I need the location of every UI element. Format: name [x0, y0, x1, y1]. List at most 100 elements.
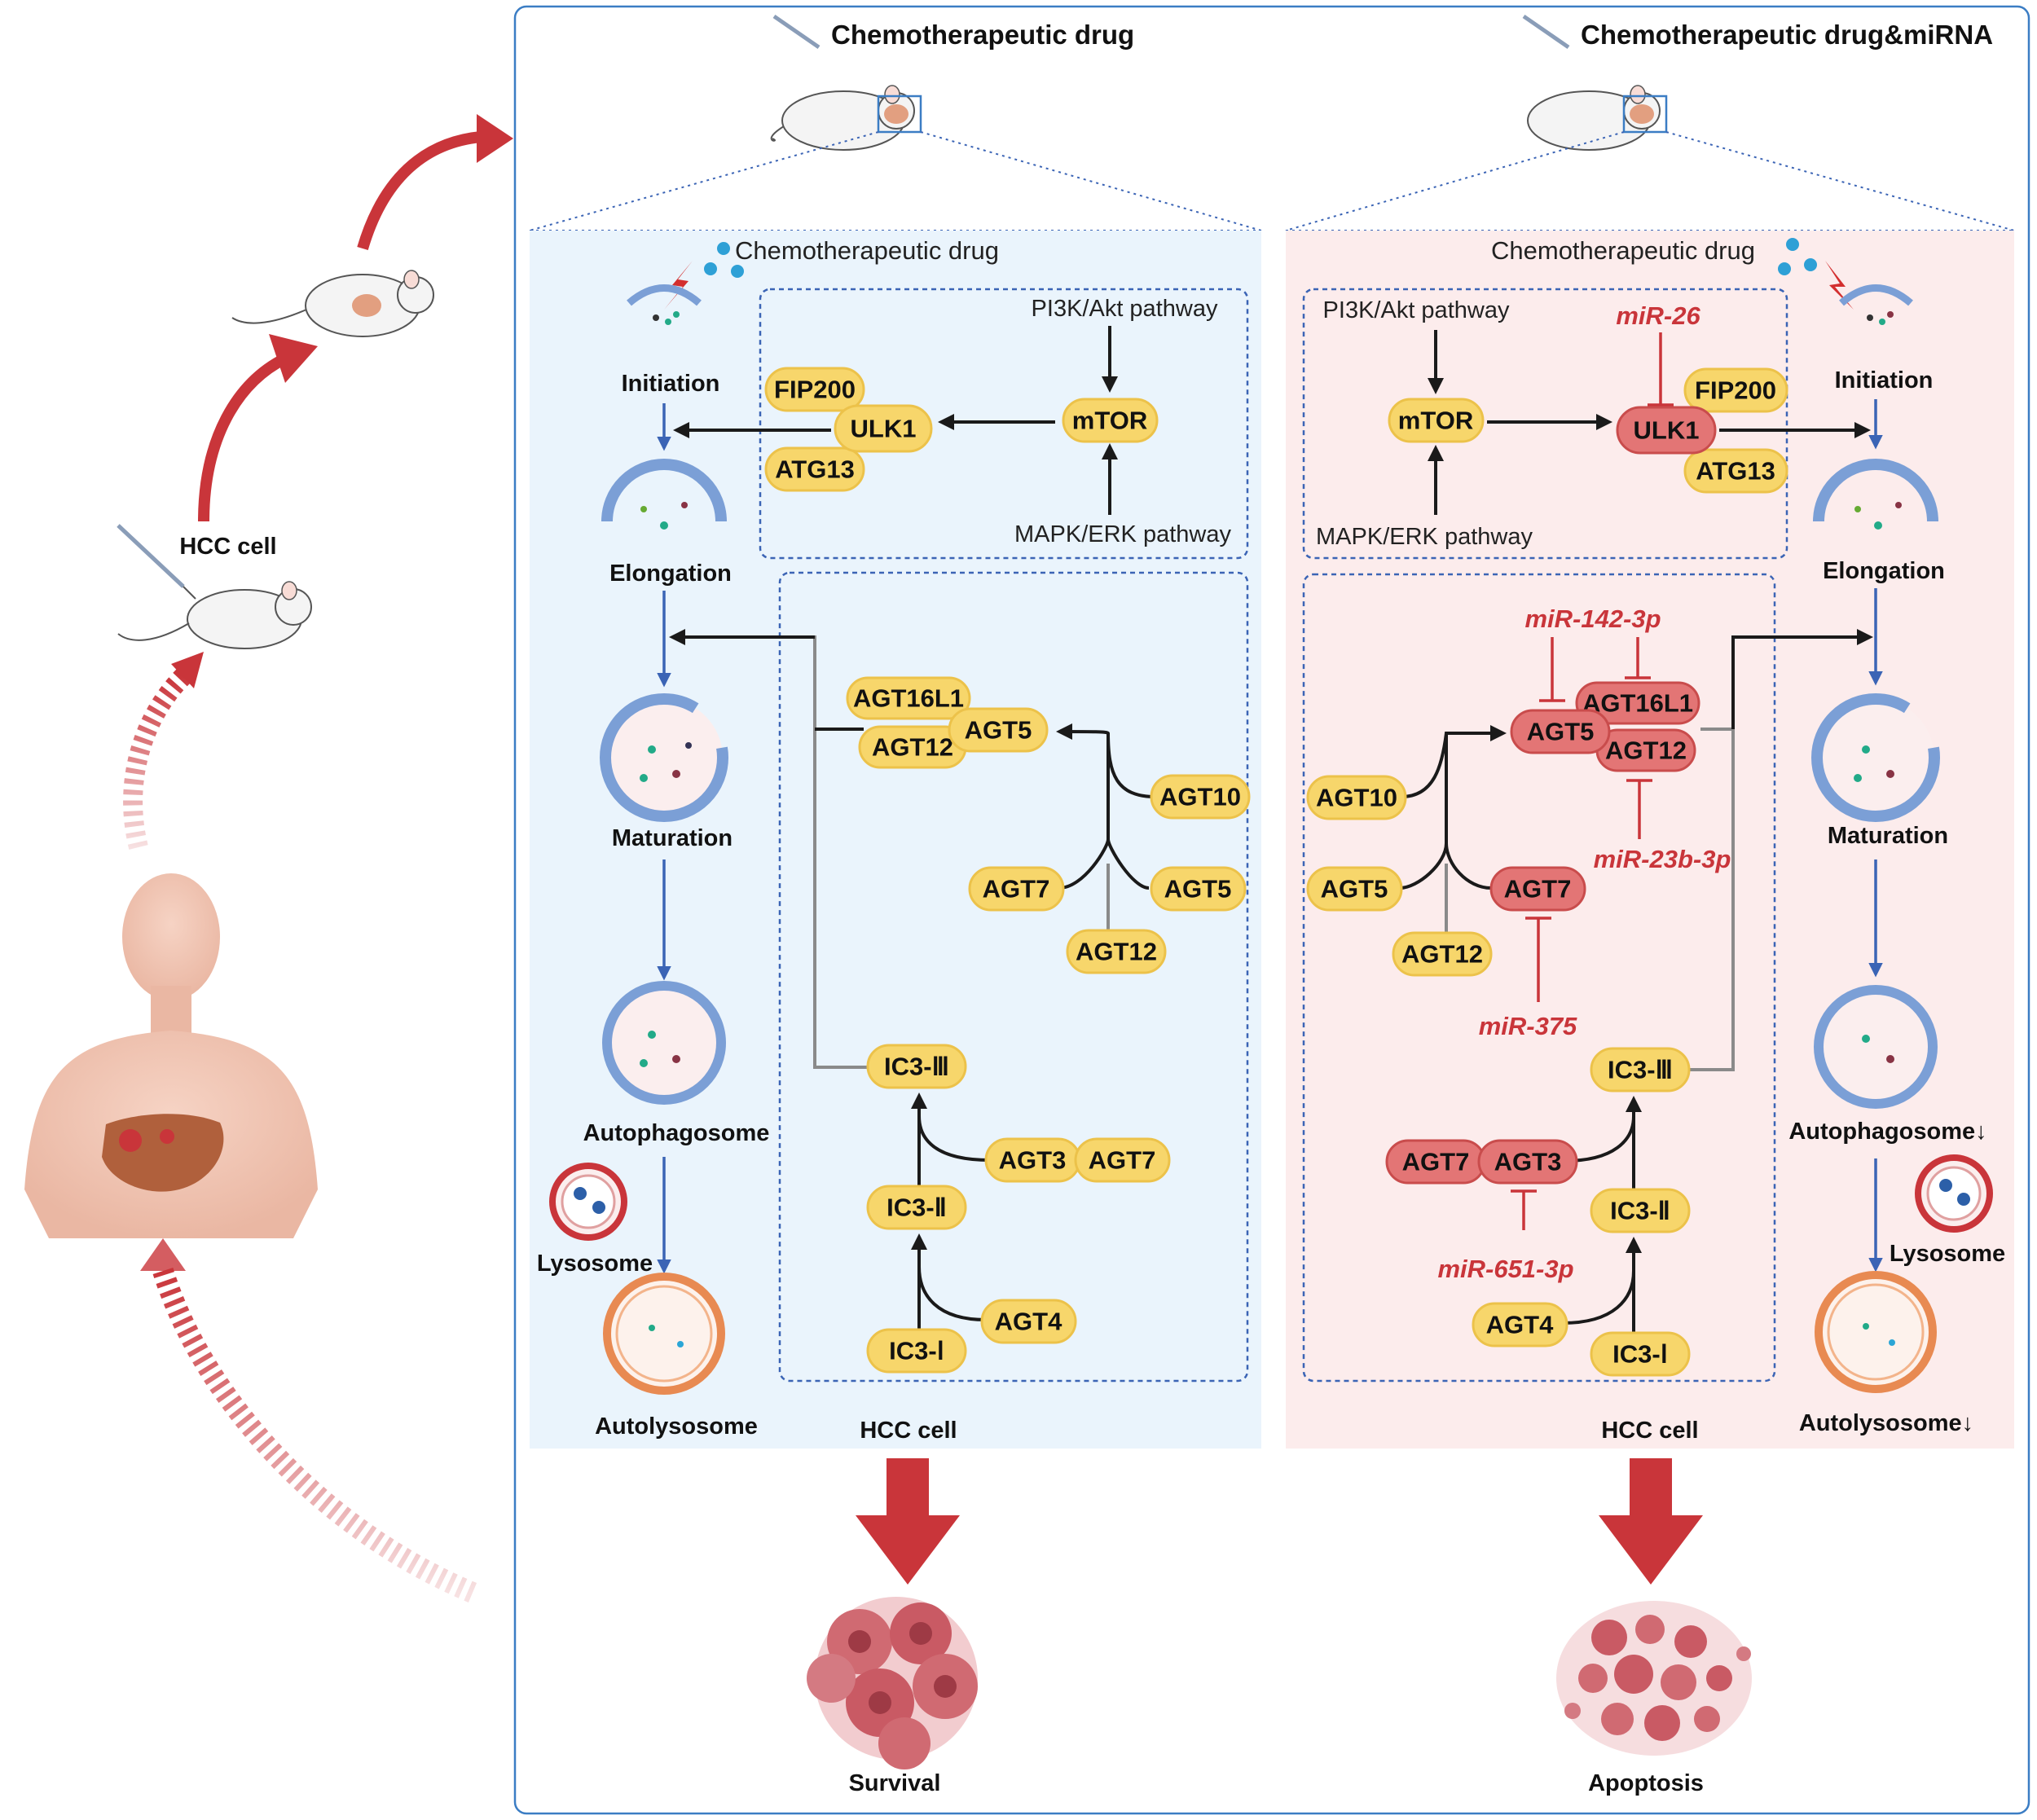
right-mtor-pill: mTOR: [1388, 398, 1485, 443]
left-ic3-iii-pill: IC3-Ⅲ: [866, 1044, 967, 1089]
dashed-up-arrow: [123, 669, 191, 850]
svg-text:mTOR: mTOR: [1398, 407, 1473, 435]
svg-text:IC3-Ⅱ: IC3-Ⅱ: [887, 1194, 947, 1222]
right-agt7b-pill: AGT7: [1385, 1139, 1486, 1185]
svg-text:ATG13: ATG13: [775, 455, 855, 484]
right-pi3k-label: PI3K/Akt pathway: [1323, 297, 1510, 323]
right-stage-autolysosome: Autolysosome↓: [1799, 1410, 1973, 1436]
svg-text:IC3-Ⅲ: IC3-Ⅲ: [1608, 1056, 1673, 1084]
right-agt12-pill: AGT12: [1392, 931, 1493, 977]
right-agt5c-pill: AGT5: [1510, 709, 1611, 754]
svg-text:ULK1: ULK1: [851, 415, 917, 443]
left-atg13-pill: ATG13: [764, 446, 865, 492]
apoptotic-cells-icon: [1556, 1601, 1752, 1756]
right-stage-initiation: Initiation: [1835, 367, 1934, 393]
right-header: Chemotherapeutic drug&miRNA: [1522, 14, 1993, 151]
left-ic3-i-pill: IC3-Ⅰ: [866, 1328, 967, 1374]
right-stage-lysosome: Lysosome: [1890, 1241, 2005, 1267]
left-agt10-pill: AGT10: [1150, 774, 1251, 820]
left-agt7b-pill: AGT7: [1074, 1137, 1171, 1183]
right-agt3-pill: AGT3: [1477, 1139, 1578, 1185]
left-outcome-arrow: [856, 1458, 960, 1585]
tumor-mouse-icon: [231, 270, 434, 337]
svg-text:AGT5: AGT5: [965, 716, 1032, 745]
left-ulk1-pill: ULK1: [834, 404, 933, 453]
svg-text:AGT16L1: AGT16L1: [1582, 689, 1693, 718]
svg-text:ULK1: ULK1: [1634, 416, 1700, 445]
right-mir-23b-3p: miR-23b-3p: [1594, 845, 1731, 873]
svg-text:AGT12: AGT12: [1401, 940, 1483, 969]
right-header-title: Chemotherapeutic drug&miRNA: [1581, 20, 1993, 50]
right-mir-375: miR-375: [1479, 1012, 1577, 1040]
left-agt5c-pill: AGT5: [948, 707, 1049, 753]
right-stage-autophagosome: Autophagosome↓: [1788, 1119, 1986, 1145]
svg-text:AGT7: AGT7: [1402, 1148, 1470, 1176]
svg-text:IC3-Ⅰ: IC3-Ⅰ: [889, 1337, 944, 1365]
right-outcome-arrow: [1599, 1458, 1703, 1585]
right-agt16l1-pill: AGT16L1: [1575, 681, 1700, 725]
left-ic3-ii-pill: IC3-Ⅱ: [866, 1185, 967, 1230]
right-ic3-i-pill: IC3-Ⅰ: [1590, 1331, 1691, 1377]
left-progression: HCC cell: [24, 114, 513, 1602]
red-arrow-right: [357, 131, 482, 250]
left-agt5-pill: AGT5: [1150, 866, 1247, 912]
right-outcome-label: Apoptosis: [1588, 1770, 1704, 1796]
left-agt16l1-pill: AGT16L1: [846, 676, 971, 720]
svg-text:AGT7: AGT7: [1089, 1146, 1156, 1175]
right-mir-651-3p: miR-651-3p: [1437, 1255, 1573, 1283]
left-agt7-pill: AGT7: [968, 866, 1065, 912]
right-agt7-pill: AGT7: [1489, 866, 1586, 912]
human-figure-icon: [24, 873, 318, 1238]
mouse-icon: [117, 581, 312, 649]
zoom-lines: [529, 131, 2015, 231]
right-fip200-pill: FIP200: [1683, 367, 1788, 413]
left-agt4-pill: AGT4: [980, 1299, 1077, 1344]
svg-text:AGT3: AGT3: [1494, 1148, 1562, 1176]
right-mir-142-3p: miR-142-3p: [1524, 604, 1661, 633]
left-stage-column: Initiation Elongation Maturation Autopha…: [537, 284, 770, 1440]
right-agt12c-pill: AGT12: [1595, 728, 1696, 772]
svg-text:IC3-Ⅰ: IC3-Ⅰ: [1612, 1340, 1668, 1369]
left-stage-lysosome: Lysosome: [537, 1251, 653, 1277]
left-pi3k-label: PI3K/Akt pathway: [1032, 296, 1218, 322]
left-mtor-box: [759, 288, 1249, 560]
right-ic3-ii-pill: IC3-Ⅱ: [1590, 1188, 1691, 1233]
left-outcome-label: Survival: [849, 1770, 941, 1796]
main-frame: [513, 5, 2030, 1815]
svg-text:AGT3: AGT3: [999, 1146, 1067, 1175]
tumor-cluster-icon: [807, 1597, 978, 1769]
right-atg-box: [1302, 573, 1776, 1383]
right-stage-elongation: Elongation: [1823, 558, 1945, 584]
svg-text:AGT12: AGT12: [1605, 736, 1687, 765]
svg-text:AGT4: AGT4: [1486, 1311, 1554, 1339]
left-header-title: Chemotherapeutic drug: [831, 20, 1134, 50]
left-stage-autophagosome: Autophagosome: [583, 1120, 770, 1146]
svg-text:AGT10: AGT10: [1316, 784, 1397, 812]
left-fip200-pill: FIP200: [764, 367, 865, 412]
svg-text:FIP200: FIP200: [774, 376, 856, 404]
right-agt5-pill: AGT5: [1306, 866, 1403, 912]
svg-text:ATG13: ATG13: [1696, 457, 1775, 486]
left-header: Chemotherapeutic drug: [770, 14, 1134, 151]
left-mapk-label: MAPK/ERK pathway: [1014, 521, 1231, 547]
red-arrow-up: [198, 353, 288, 522]
right-mir-26: miR-26: [1616, 301, 1700, 330]
svg-text:AGT12: AGT12: [1076, 938, 1157, 966]
right-ulk1-pill: ULK1: [1616, 406, 1717, 455]
svg-text:AGT5: AGT5: [1164, 875, 1232, 903]
syringe-icon: [117, 524, 196, 600]
dashed-progress-arrow: [152, 1268, 477, 1602]
svg-text:FIP200: FIP200: [1695, 376, 1776, 405]
left-hcc-cell-label: HCC cell: [860, 1418, 957, 1444]
left-stage-initiation: Initiation: [622, 371, 720, 397]
left-stage-autolysosome: Autolysosome: [595, 1413, 758, 1440]
right-ic3-iii-pill: IC3-Ⅲ: [1590, 1047, 1691, 1092]
right-drug-label: Chemotherapeutic drug: [1491, 236, 1755, 265]
svg-text:IC3-Ⅲ: IC3-Ⅲ: [884, 1053, 949, 1081]
svg-text:AGT7: AGT7: [1504, 875, 1572, 903]
left-agt12c-pill: AGT12: [858, 725, 967, 769]
svg-text:mTOR: mTOR: [1072, 407, 1147, 435]
right-atg13-pill: ATG13: [1683, 448, 1788, 494]
svg-text:AGT16L1: AGT16L1: [853, 684, 964, 713]
svg-text:AGT4: AGT4: [995, 1308, 1062, 1336]
